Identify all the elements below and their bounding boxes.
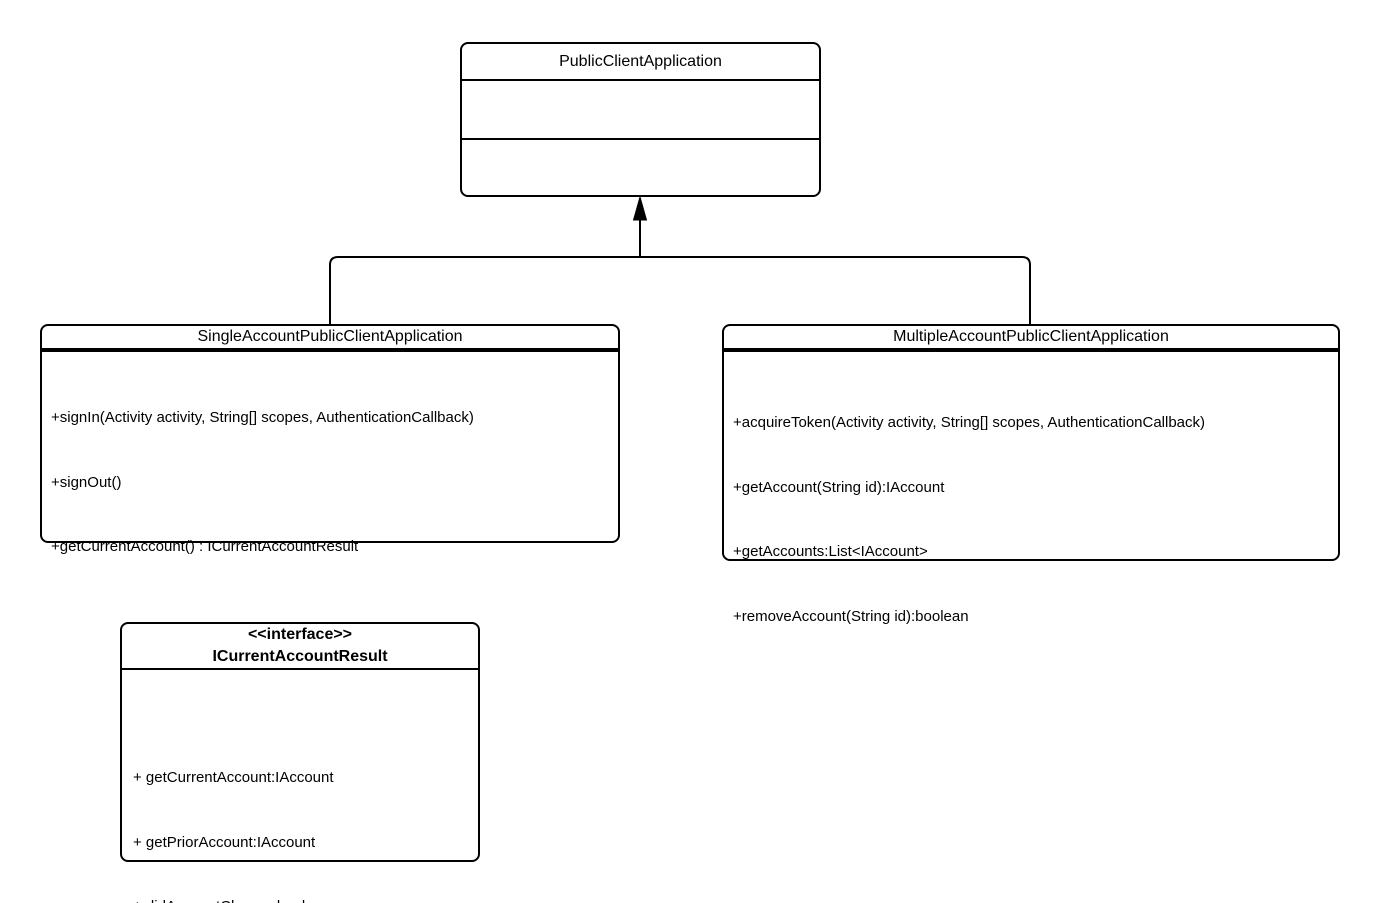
class-box-single-account-public-client-application[interactable]: SingleAccountPublicClientApplication +si… (40, 324, 620, 555)
inheritance-branch-line (329, 256, 1031, 324)
method-item: +getCurrentAccount() : ICurrentAccountRe… (51, 538, 359, 555)
interface-box-icurrent-account-result[interactable]: <<interface>> ICurrentAccountResult + ge… (120, 622, 480, 903)
interface-title: <<interface>> ICurrentAccountResult (122, 624, 478, 670)
methods-compartment: +signIn(Activity activity, String[] scop… (42, 352, 618, 601)
methods-compartment (462, 140, 819, 195)
member-item: + didAccountChange:boolean (133, 896, 470, 903)
class-title: MultipleAccountPublicClientApplication (724, 326, 1338, 350)
method-item: +removeAccount(String id):boolean (733, 607, 969, 625)
attributes-compartment (724, 350, 1338, 352)
class-box-public-client-application[interactable]: PublicClientApplication (460, 42, 821, 197)
members-compartment: + getCurrentAccount:IAccount + getPriorA… (122, 670, 478, 903)
method-item: +getAccount(String id):IAccount (733, 478, 945, 496)
method-item: +signIn(Activity activity, String[] scop… (51, 409, 474, 426)
method-item: +signOut() (51, 473, 122, 491)
methods-compartment: +acquireToken(Activity activity, String[… (724, 352, 1338, 670)
class-title: SingleAccountPublicClientApplication (42, 326, 618, 350)
class-title: PublicClientApplication (462, 44, 819, 81)
method-item: +getAccounts:List<IAccount> (733, 543, 928, 560)
member-item: + getPriorAccount:IAccount (133, 833, 316, 851)
method-item: +acquireToken(Activity activity, String[… (733, 414, 1206, 431)
class-box-multiple-account-public-client-application[interactable]: MultipleAccountPublicClientApplication +… (722, 324, 1340, 625)
generalization-arrowhead-icon (632, 195, 648, 221)
attributes-compartment (462, 81, 819, 140)
member-item: + getCurrentAccount:IAccount (133, 769, 334, 786)
interface-stereotype: <<interface>> (247, 626, 353, 643)
attributes-compartment (42, 350, 618, 352)
interface-name: ICurrentAccountResult (212, 648, 388, 665)
